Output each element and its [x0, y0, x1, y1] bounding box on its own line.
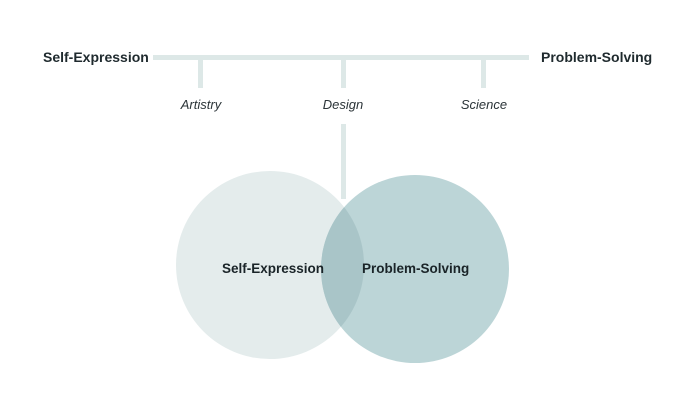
- venn-label-self-expression: Self-Expression: [222, 261, 325, 276]
- tick-mark-science: [481, 58, 486, 88]
- design-connector-line: [341, 124, 346, 199]
- venn-label-problem-solving: Problem-Solving: [362, 261, 470, 276]
- tick-mark-artistry: [198, 58, 203, 88]
- axis-right-label: Problem-Solving: [541, 49, 653, 65]
- venn-circle-self-expression: [176, 171, 364, 359]
- tick-label-artistry: Artistry: [180, 97, 222, 112]
- axis-left-label: Self-Expression: [43, 49, 149, 65]
- tick-label-design: Design: [322, 97, 364, 112]
- tick-label-science: Science: [460, 97, 508, 112]
- spectrum-axis-line: [153, 55, 529, 60]
- venn-circle-problem-solving: [321, 175, 509, 363]
- tick-mark-design: [341, 58, 346, 88]
